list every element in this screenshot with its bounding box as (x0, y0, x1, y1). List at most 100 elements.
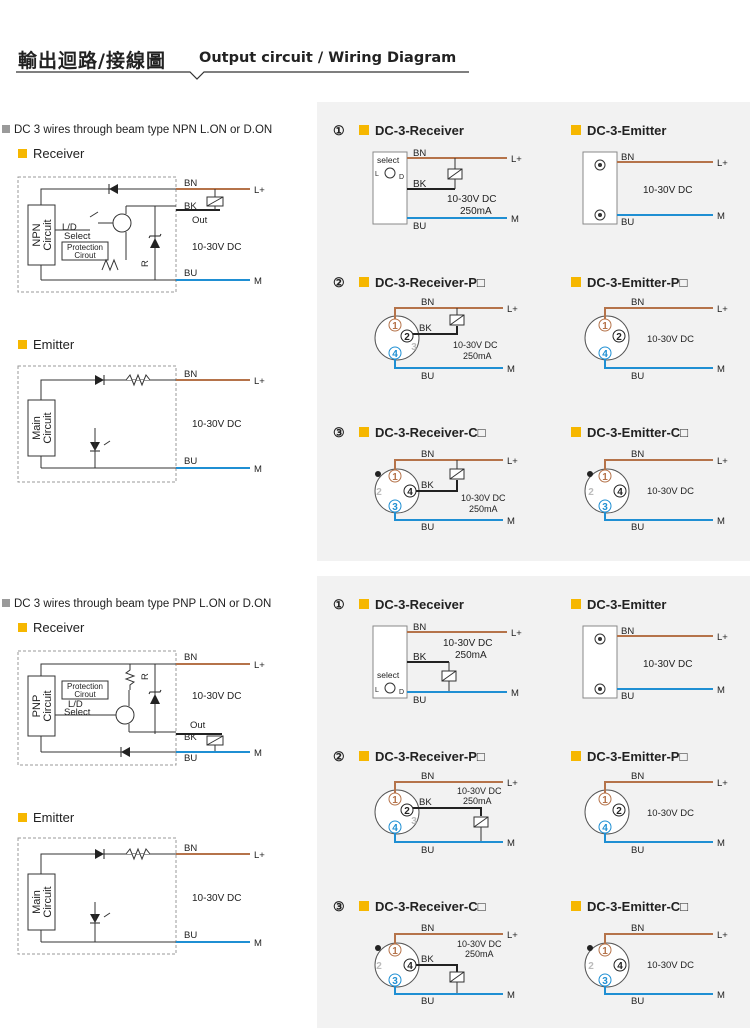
npn-r3-m: M (507, 516, 515, 527)
npn-r3-pin2: 2 (376, 487, 382, 498)
npn-r2-voltage: 10-30V DC (453, 340, 498, 350)
npn-e2-pin1: 1 (602, 321, 608, 332)
selector-icon (384, 682, 396, 694)
pnp-m: M (254, 748, 262, 759)
pnp-r3-pin1: 1 (392, 946, 398, 957)
pnp-r3-bk: BK (421, 954, 434, 965)
pnp-r1-l: L (375, 687, 379, 694)
npn-r3-current: 250mA (469, 504, 498, 514)
pnp-r2-pin2: 2 (404, 806, 410, 817)
npn-e3-voltage: 10-30V DC (647, 486, 694, 497)
accent-square-icon (18, 623, 27, 632)
pnp-lplus: L+ (254, 660, 265, 671)
npn-r1-select: select (377, 155, 400, 165)
npn-select-1: L/D (62, 222, 77, 233)
npn-r2-title: DC-3-Receiver-P□ (375, 275, 485, 290)
npn-e1-lplus: L+ (717, 158, 728, 169)
pnp-bk: BK (184, 732, 197, 743)
indicator-icon (594, 159, 606, 171)
accent-square-icon (571, 599, 581, 609)
accent-square-icon (359, 277, 369, 287)
pnp-e3-pin2: 2 (588, 961, 594, 972)
page-title-zh: 輸出迴路/接線圖 (18, 50, 166, 72)
npn-voltage: 10-30V DC (192, 242, 241, 253)
pnp-main-label-2: Circuit (42, 886, 54, 917)
npn-e1-m: M (717, 211, 725, 222)
npn-circuit-label-2: Circuit (42, 219, 54, 250)
pnp-r2-current: 250mA (463, 796, 492, 806)
npn-e2-title: DC-3-Emitter-P□ (587, 275, 687, 290)
npn-main-label-2: Circuit (42, 412, 54, 443)
pnp-e1-voltage: 10-30V DC (643, 659, 692, 670)
pnp-r1-lplus: L+ (511, 628, 522, 639)
npn-r1-voltage: 10-30V DC (447, 194, 496, 205)
npn-e2-pin4: 4 (602, 349, 608, 360)
npn-protection-2: Cirout (74, 251, 96, 260)
pnp-r1-m: M (511, 688, 519, 699)
npn-circuits: DC 3 wires through beam type NPN L.ON or… (2, 124, 272, 483)
npn-r2-bk: BK (419, 323, 432, 334)
accent-square-icon (359, 901, 369, 911)
npn-r2-bu: BU (421, 371, 434, 382)
npn-r3-lplus: L+ (507, 456, 518, 467)
resistor-icon (124, 664, 136, 690)
connector-icon (584, 468, 630, 514)
accent-square-icon (18, 149, 27, 158)
pnp-bu: BU (184, 753, 197, 764)
npn-m: M (254, 276, 262, 287)
npn-receiver-title: Receiver (33, 146, 85, 161)
npn-r1-bk: BK (413, 179, 427, 190)
npn-e3-m: M (717, 516, 725, 527)
header-underline (16, 71, 469, 80)
page-title-en: Output circuit / Wiring Diagram (199, 50, 457, 66)
pnp-e1-title: DC-3-Emitter (587, 597, 666, 612)
npn-r2-bn: BN (421, 297, 434, 308)
pnp-e2-bn: BN (631, 771, 644, 782)
resistor-icon (101, 258, 119, 272)
npn-r2-m: M (507, 364, 515, 375)
resistor-icon (125, 847, 151, 861)
pnp-e2-voltage: 10-30V DC (647, 808, 694, 819)
npn-r3-bu: BU (421, 522, 434, 533)
n2-marker: ② (333, 275, 345, 290)
pnp-e3-pin1: 1 (602, 946, 608, 957)
npn-e3-bn: BN (631, 449, 644, 460)
n1-marker: ① (333, 123, 345, 138)
npn-e3-title: DC-3-Emitter-C□ (587, 425, 688, 440)
accent-square-icon (571, 427, 581, 437)
pnp-r3-title: DC-3-Receiver-C□ (375, 899, 486, 914)
npn-e2-pin2: 2 (616, 332, 622, 343)
pnp-select-2: Select (64, 707, 91, 718)
pnp-select-1: L/D (68, 699, 83, 710)
npn-r-label: R (140, 260, 151, 267)
npn-r2-pin1: 1 (392, 321, 398, 332)
zener-icon (150, 694, 160, 704)
npn-em-voltage: 10-30V DC (192, 419, 241, 430)
npn-r1-lplus: L+ (511, 154, 522, 165)
npn-select-2: Select (64, 231, 91, 242)
sensor-body (372, 151, 408, 225)
npn-e3-bu: BU (631, 522, 644, 533)
connector-icon (374, 789, 420, 835)
connector-icon (374, 315, 420, 361)
section-square-icon (2, 599, 10, 607)
npn-r1-m: M (511, 214, 519, 225)
pnp-r3-pin2: 2 (376, 961, 382, 972)
pnp-circuit-label-1: PNP (31, 695, 43, 718)
accent-square-icon (18, 813, 27, 822)
npn-r2-current: 250mA (463, 351, 492, 361)
pnp-e1-bn: BN (621, 626, 634, 637)
p-n3-marker: ③ (333, 899, 345, 914)
pnp-em-bn: BN (184, 843, 197, 854)
pnp-e2-pin1: 1 (602, 795, 608, 806)
npn-bn: BN (184, 178, 197, 189)
indicator-icon (594, 209, 606, 221)
npn-r1-title: DC-3-Receiver (375, 123, 464, 138)
npn-wiring-diagrams: ① DC-3-Receiver DC-3-Emitter select L D … (333, 123, 728, 533)
pnp-emitter-box (17, 837, 177, 955)
npn-section-title: DC 3 wires through beam type NPN L.ON or… (14, 124, 272, 136)
pnp-circuit-label-2: Circuit (42, 690, 54, 721)
npn-r1-current: 250mA (460, 206, 492, 217)
pnp-e3-pin3: 3 (602, 976, 608, 987)
diode-icon (121, 747, 130, 757)
